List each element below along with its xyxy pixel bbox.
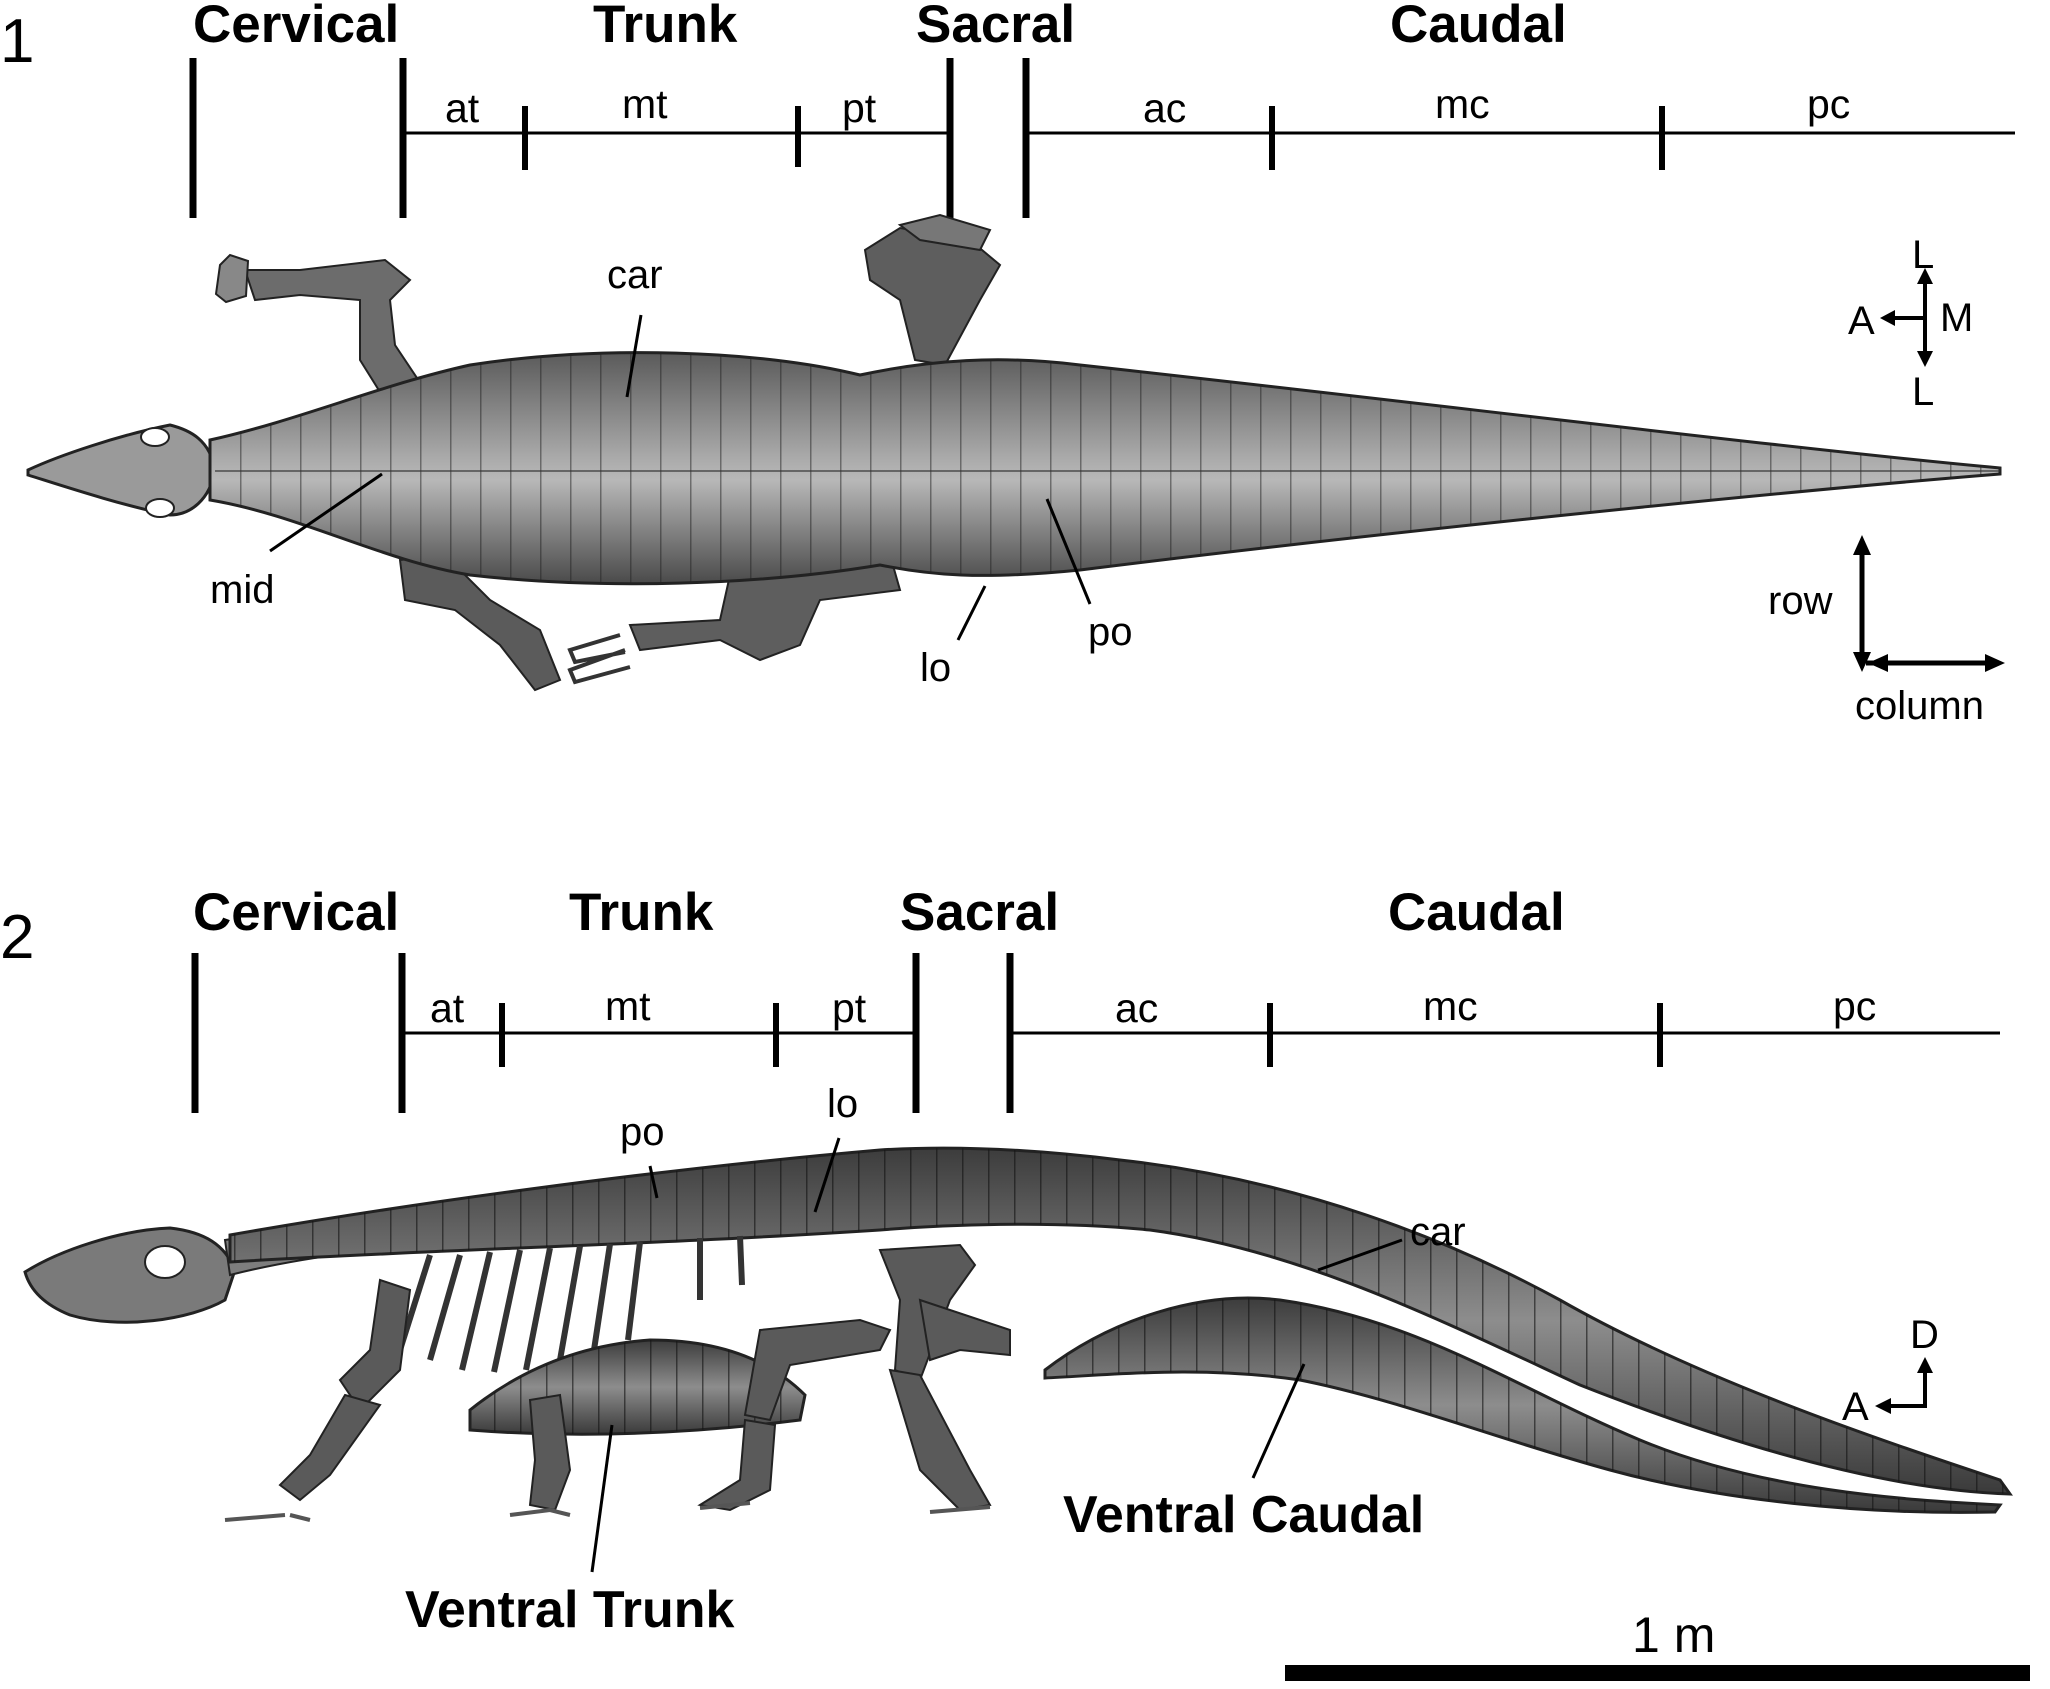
subregion-pt-2: pt — [832, 985, 867, 1031]
label-car: car — [607, 253, 663, 297]
label-lo: lo — [920, 646, 951, 690]
compass-2-left-label: A — [1842, 1385, 1869, 1429]
leader-po-1 — [1045, 498, 1092, 605]
leader-ventral-caudal — [1251, 1363, 1306, 1479]
subregion-ac-2: ac — [1115, 985, 1158, 1031]
column-axis-label: column — [1855, 684, 1984, 728]
subregion-at-2: at — [430, 985, 465, 1031]
subregion-mt-2: mt — [605, 983, 651, 1029]
label-mid: mid — [210, 568, 274, 612]
region-brackets — [189, 58, 2015, 218]
region-label-caudal-2: Caudal — [1388, 883, 1565, 942]
label-ventral-caudal: Ventral Caudal — [1063, 1486, 1424, 1544]
leader-car-1 — [625, 314, 643, 398]
region-label-cervical: Cervical — [193, 0, 399, 54]
scale-bar-label: 1 m — [1632, 1607, 1715, 1663]
label-car-2: car — [1410, 1210, 1466, 1254]
subregion-at: at — [445, 85, 480, 131]
subregion-mc-2: mc — [1423, 983, 1478, 1029]
orientation-compass-1 — [1880, 268, 1933, 367]
label-po: po — [1088, 610, 1133, 654]
row-column-axes — [1853, 535, 2005, 672]
leader-car-2 — [1317, 1238, 1403, 1272]
scale-bar-line — [1285, 1665, 2030, 1681]
scale-bar: 1 m — [1285, 1607, 2030, 1681]
subregion-pc: pc — [1807, 81, 1850, 127]
region-label-caudal: Caudal — [1390, 0, 1567, 54]
dorsal-view-illustration — [26, 213, 2002, 692]
label-lo-2: lo — [827, 1082, 858, 1126]
region-label-trunk: Trunk — [593, 0, 738, 54]
compass-2-top-label: D — [1910, 1313, 1939, 1357]
region-label-sacral-2: Sacral — [900, 883, 1059, 942]
region-label-cervical-2: Cervical — [193, 883, 399, 942]
leader-lo-1 — [956, 585, 987, 641]
panel-2: 2 Cervical Trunk Sacral Caudal at mt pt … — [0, 883, 2013, 1639]
label-ventral-trunk: Ventral Trunk — [405, 1581, 735, 1639]
compass-1-right-label: M — [1940, 296, 1973, 340]
subregion-pc-2: pc — [1833, 983, 1876, 1029]
leader-ventral-trunk — [590, 1424, 614, 1573]
region-label-sacral: Sacral — [916, 0, 1075, 54]
panel-2-leaders — [590, 1137, 1403, 1573]
region-label-trunk-2: Trunk — [569, 883, 714, 942]
subregion-mt: mt — [622, 81, 668, 127]
subregion-ac: ac — [1143, 85, 1186, 131]
orientation-compass-2 — [1875, 1357, 1933, 1414]
lateral-view-illustration — [23, 1146, 2013, 1522]
panel-1-number: 1 — [0, 7, 34, 76]
subregion-mc: mc — [1435, 81, 1490, 127]
subregion-pt: pt — [842, 85, 877, 131]
panel-1-leaders — [269, 314, 1092, 641]
row-axis-label: row — [1768, 579, 1833, 623]
label-po-2: po — [620, 1110, 665, 1154]
leader-po-2 — [648, 1165, 659, 1199]
limbs-lateral — [278, 1243, 1011, 1512]
ribs — [397, 1235, 745, 1373]
region-brackets-2 — [191, 953, 2000, 1113]
compass-1-top-label: L — [1912, 233, 1934, 277]
leader-mid — [269, 472, 383, 553]
compass-1-left-label: A — [1848, 299, 1875, 343]
panel-1: 1 Cervical Trunk Sacral Caudal at mt pt … — [0, 0, 2015, 728]
leader-lo-2 — [813, 1137, 841, 1213]
compass-1-bottom-label: L — [1912, 370, 1934, 414]
panel-2-number: 2 — [0, 903, 34, 972]
